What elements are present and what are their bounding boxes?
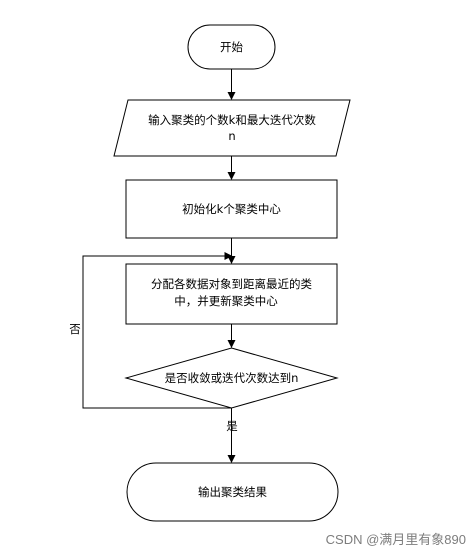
end-label: 输出聚类结果 [198,485,267,499]
init-process-box [125,179,338,239]
assign-process-box [125,263,338,325]
decision-label: 是否收敛或迭代次数达到n [165,371,299,385]
csdn-watermark: CSDN @满月里有象890 [325,532,466,547]
init-label: 初始化k个聚类中心 [182,202,281,216]
connector-no-loop [82,252,233,409]
assign-label-line2: 中，并更新聚类中心 [174,294,278,308]
no-branch-label: 否 [69,322,81,336]
end-terminator [126,462,339,522]
input-parallelogram [113,99,351,157]
assign-label-line1: 分配各数据对象到距离最近的类 [151,277,312,291]
input-label-line2: n [228,129,235,143]
yes-branch-label: 是 [226,419,238,433]
input-label-line1: 输入聚类的个数k和最大迭代次数 [148,113,316,127]
start-label: 开始 [220,40,243,54]
